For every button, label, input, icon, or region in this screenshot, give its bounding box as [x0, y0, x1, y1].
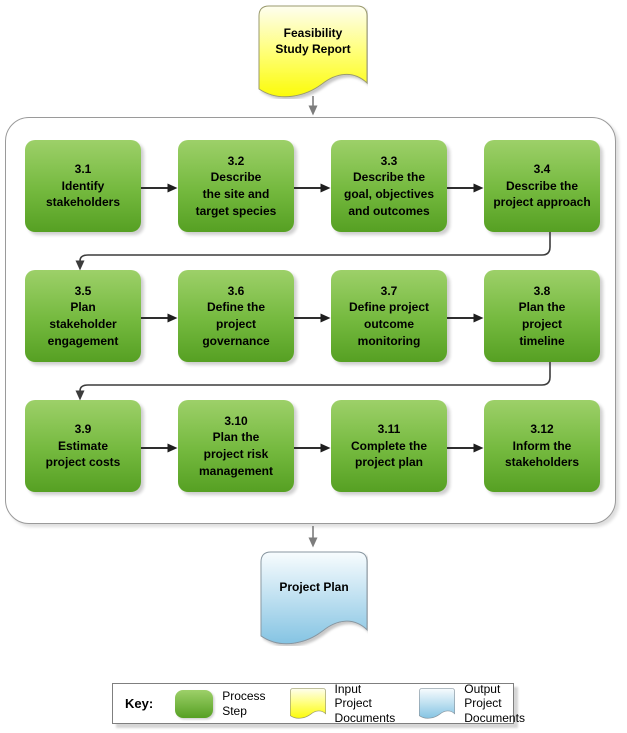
process-step-swatch-icon: [175, 689, 214, 718]
output-document-swatch-icon: [419, 688, 456, 719]
output-document-project-plan: Project Plan: [260, 551, 368, 646]
legend-title: Key:: [125, 696, 154, 711]
step-3-2: 3.2 Describe the site and target species: [178, 140, 294, 232]
legend-label: Process Step: [222, 689, 266, 718]
step-3-11: 3.11 Complete the project plan: [331, 400, 447, 492]
step-3-5: 3.5 Plan stakeholder engagement: [25, 270, 141, 362]
input-document-feasibility-study-report: Feasibility Study Report: [258, 5, 368, 99]
output-document-label: Project Plan: [279, 580, 349, 595]
legend-label: Input Project Documents: [334, 681, 396, 725]
step-3-9: 3.9 Estimate project costs: [25, 400, 141, 492]
legend-item-output-documents: Output Project Documents: [419, 682, 525, 725]
step-3-4: 3.4 Describe the project approach: [484, 140, 600, 232]
legend-item-process-step: Process Step: [175, 689, 266, 718]
step-3-3: 3.3 Describe the goal, objectives and ou…: [331, 140, 447, 232]
document-shape-icon: [258, 5, 368, 98]
step-3-8: 3.8 Plan the project timeline: [484, 270, 600, 362]
legend: Key: Process Step Input Project Document…: [112, 681, 525, 725]
legend-label: Output Project Documents: [464, 681, 525, 725]
input-document-swatch-icon: [289, 688, 326, 719]
step-3-1: 3.1 Identify stakeholders: [25, 140, 141, 232]
legend-item-input-documents: Input Project Documents: [289, 681, 396, 725]
step-3-7: 3.7 Define project outcome monitoring: [331, 270, 447, 362]
step-3-6: 3.6 Define the project governance: [178, 270, 294, 362]
step-3-12: 3.12 Inform the stakeholders: [484, 400, 600, 492]
step-3-10: 3.10 Plan the project risk management: [178, 400, 294, 492]
input-document-label: Feasibility Study Report: [275, 25, 351, 56]
document-shape-icon: [260, 551, 368, 645]
